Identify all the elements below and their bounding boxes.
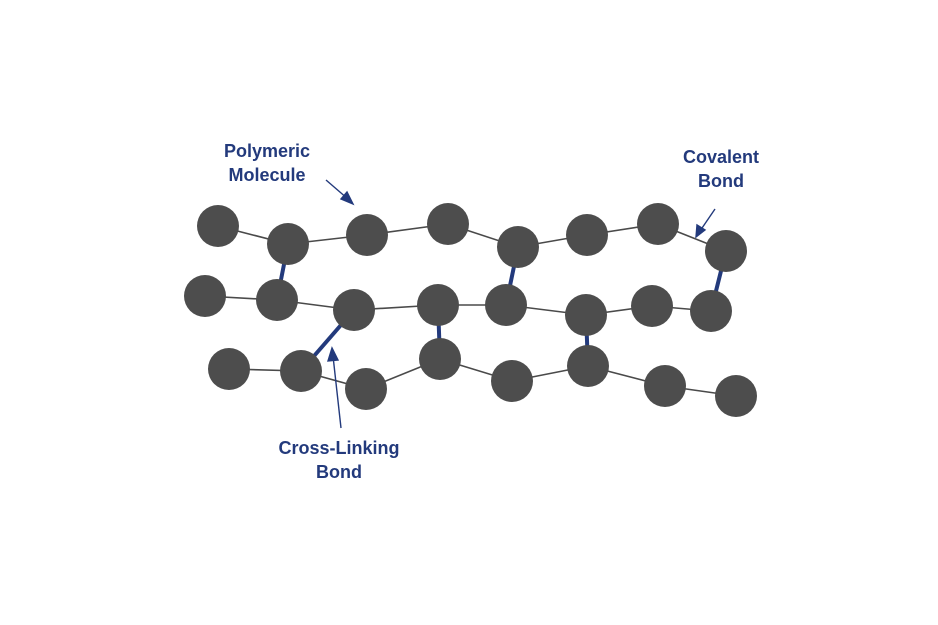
atom <box>705 230 747 272</box>
label-line: Bond <box>316 462 362 482</box>
arrowhead-icon <box>339 190 355 206</box>
atom <box>565 294 607 336</box>
cross-linking-arrow <box>332 355 342 429</box>
atom <box>333 289 375 331</box>
arrowhead-icon <box>327 346 340 362</box>
atom <box>631 285 673 327</box>
arrowhead-icon <box>695 223 707 239</box>
polymeric-molecule-label: Polymeric Molecule <box>214 139 320 187</box>
label-line: Polymeric <box>223 141 311 161</box>
atom <box>715 375 757 417</box>
label-line: Cross-Linking <box>278 438 400 458</box>
atom <box>567 345 609 387</box>
arrows <box>325 179 716 429</box>
label-line: Bond <box>698 171 744 191</box>
atom <box>208 348 250 390</box>
cross-linking-bond-label: Cross-Linking Bond <box>268 436 410 484</box>
atom <box>280 350 322 392</box>
atom <box>690 290 732 332</box>
atom <box>566 214 608 256</box>
label-line: Molecule <box>228 165 306 185</box>
atom <box>346 214 388 256</box>
atom <box>267 223 309 265</box>
atom <box>417 284 459 326</box>
covalent-bond-label: Covalent Bond <box>672 145 770 193</box>
atom <box>197 205 239 247</box>
atoms <box>184 203 757 417</box>
atom <box>345 368 387 410</box>
atom <box>184 275 226 317</box>
atom <box>491 360 533 402</box>
atom <box>419 338 461 380</box>
label-line: Covalent <box>682 147 760 167</box>
atom <box>637 203 679 245</box>
atom <box>497 226 539 268</box>
covalent-bond-arrow <box>699 208 716 232</box>
atom <box>644 365 686 407</box>
atom <box>256 279 298 321</box>
atom <box>427 203 469 245</box>
atom <box>485 284 527 326</box>
